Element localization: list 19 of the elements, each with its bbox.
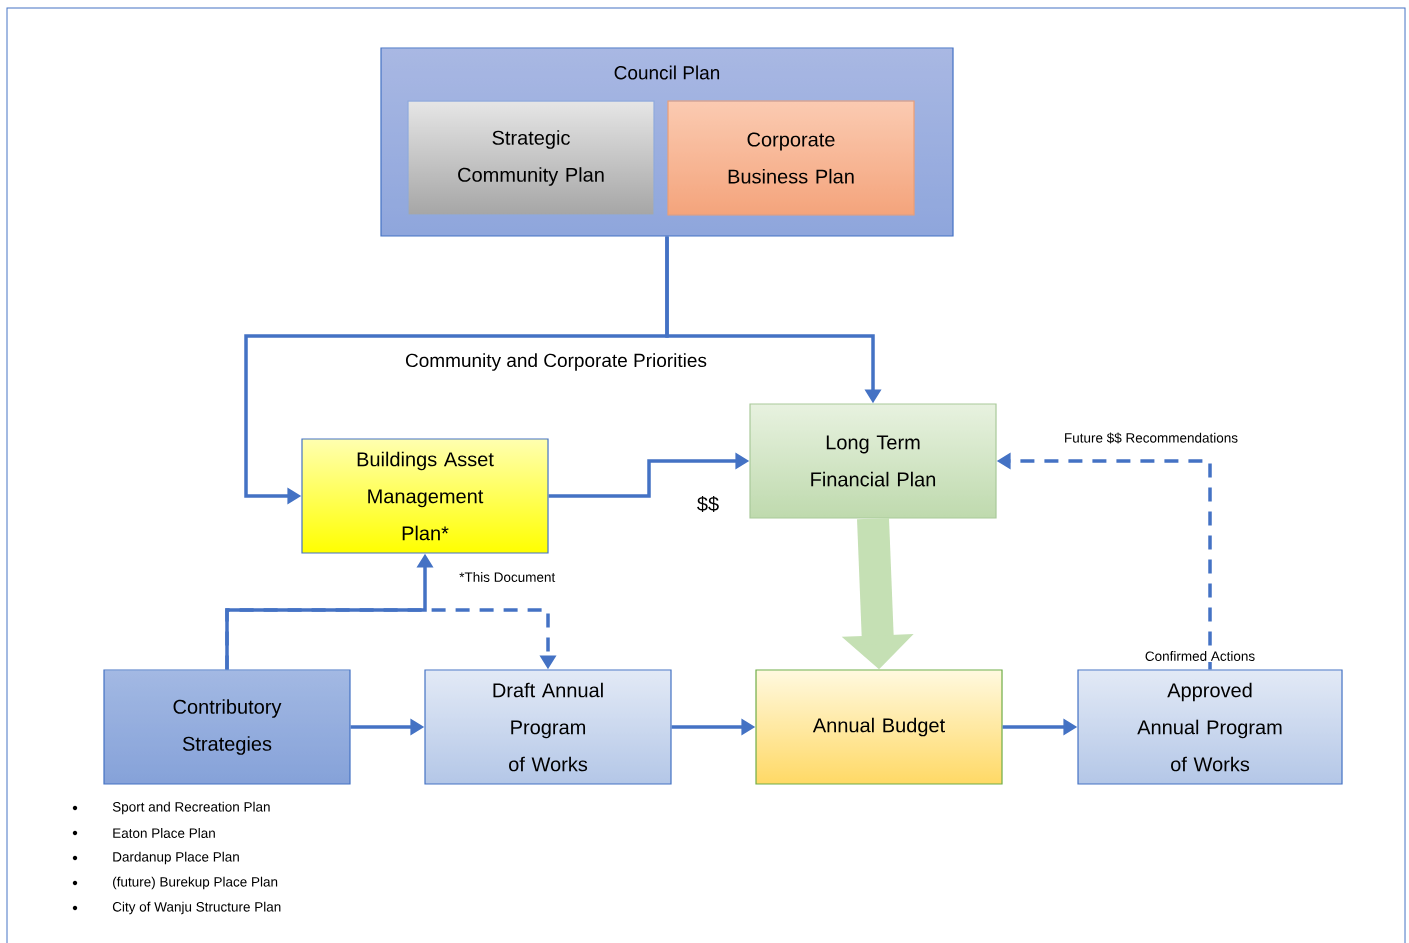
list-item: Sport and Recreation Plan [112,801,270,815]
list-item: Eaton Place Plan [113,828,215,838]
list-item: (future) Burekup Place Plan [113,876,278,890]
note-text: *This Document [459,572,556,582]
process-box: Corporate Business Plan [667,100,915,216]
edge-label: $$ [694,493,722,515]
process-box: Strategic Community Plan [407,100,655,216]
list-item: City of Wanju Structure Plan [112,901,281,915]
process-box: Buildings Asset Management Plan* [301,438,549,554]
arrow [225,608,557,670]
annotation-text: Confirmed Actions [1143,650,1257,662]
process-box: Annual Budget [755,669,1003,785]
process-box: Contributory Strategies [103,669,351,785]
process-box: Approved Annual Program of Works [1077,669,1343,785]
edge-label: Community and Corporate Priorities [403,351,709,373]
edge-label: Future $$ Recommendations [1061,430,1241,446]
process-box: Long Term Financial Plan [749,403,997,519]
process-box: Draft Annual Program of Works [424,669,672,785]
list-item: Dardanup Place Plan [113,851,239,865]
